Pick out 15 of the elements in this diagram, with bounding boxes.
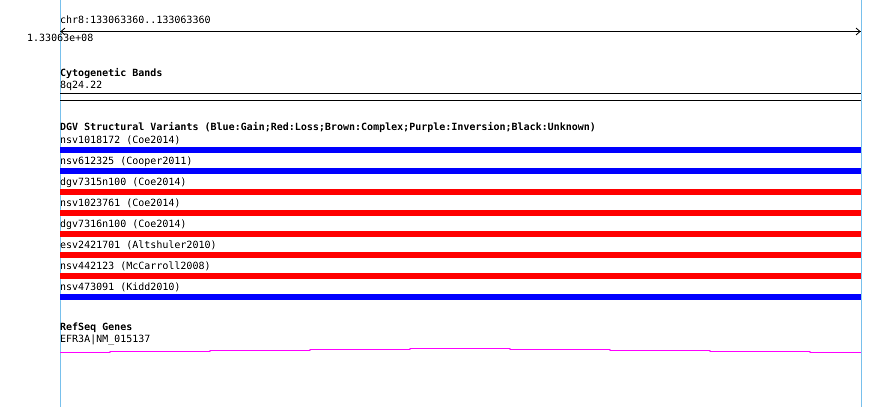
variant-label: dgv7316n100 (Coe2014) <box>60 219 186 231</box>
variant-label: esv2421701 (Altshuler2010) <box>60 240 217 252</box>
gene-label: EFR3A|NM_015137 <box>60 334 150 346</box>
variant-label: nsv1023761 (Coe2014) <box>60 198 180 210</box>
axis-tick-label: 1.33063e+08 <box>27 33 94 45</box>
band-label: 8q24.22 <box>60 80 102 92</box>
variant-label: nsv442123 (McCarroll2008) <box>60 261 211 273</box>
locus-text: chr8:133063360..133063360 <box>60 15 211 27</box>
track-title: DGV Structural Variants (Blue:Gain;Red:Loss;Brown:Complex;Purple:Inversion;Black:Unknown) <box>60 122 596 134</box>
variant-label: nsv1018172 (Coe2014) <box>60 135 180 147</box>
variant-label: dgv7315n100 (Coe2014) <box>60 177 186 189</box>
variant-label: nsv473091 (Kidd2010) <box>60 282 180 294</box>
track-title: Cytogenetic Bands <box>60 68 162 80</box>
variant-label: nsv612325 (Cooper2011) <box>60 156 192 168</box>
track-title: RefSeq Genes <box>60 322 132 334</box>
